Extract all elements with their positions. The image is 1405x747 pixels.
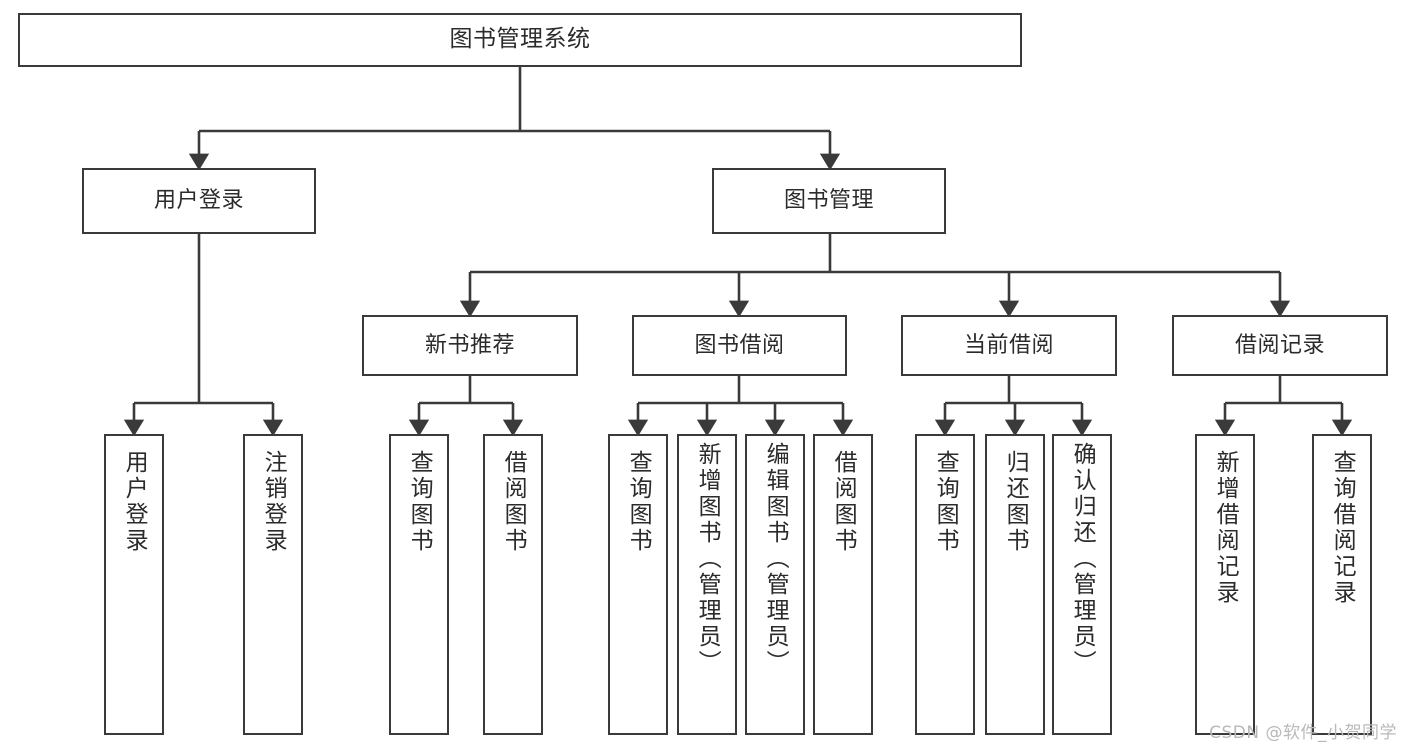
leaf-user-login-login[interactable]: 用户登录	[104, 434, 164, 735]
node-label: 新增图书（管理员）	[694, 442, 721, 676]
leaf-current-query-book[interactable]: 查询图书	[915, 434, 975, 735]
leaf-current-return-book[interactable]: 归还图书	[985, 434, 1045, 735]
leaf-borrow-add-book-admin[interactable]: 新增图书（管理员）	[677, 434, 737, 735]
node-label: 图书管理系统	[449, 26, 591, 53]
leaf-recommend-query-book[interactable]: 查询图书	[389, 434, 449, 735]
leaf-record-add-record[interactable]: 新增借阅记录	[1195, 434, 1255, 735]
node-book-borrow[interactable]: 图书借阅	[632, 315, 847, 376]
leaf-borrow-edit-book-admin[interactable]: 编辑图书（管理员）	[745, 434, 805, 735]
node-label: 图书借阅	[694, 332, 785, 358]
node-borrow-record[interactable]: 借阅记录	[1172, 315, 1388, 376]
node-label: 借阅图书	[500, 450, 527, 554]
node-label: 查询图书	[932, 450, 959, 554]
node-label: 查询图书	[406, 450, 433, 554]
node-label: 注销登录	[260, 450, 287, 554]
node-label: 确认归还（管理员）	[1069, 442, 1096, 676]
leaf-record-query-record[interactable]: 查询借阅记录	[1312, 434, 1372, 735]
node-label: 用户登录	[121, 450, 148, 554]
node-user-login[interactable]: 用户登录	[82, 168, 316, 234]
node-new-book-recommend[interactable]: 新书推荐	[362, 315, 578, 376]
node-label: 图书管理	[783, 188, 874, 214]
leaf-user-login-logout[interactable]: 注销登录	[243, 434, 303, 735]
node-label: 借阅图书	[830, 450, 857, 554]
leaf-recommend-borrow-book[interactable]: 借阅图书	[483, 434, 543, 735]
node-label: 编辑图书（管理员）	[762, 442, 789, 676]
node-label: 新增借阅记录	[1212, 450, 1239, 606]
node-label: 当前借阅	[963, 332, 1054, 358]
node-book-management[interactable]: 图书管理	[712, 168, 946, 234]
node-label: 查询图书	[625, 450, 652, 554]
node-label: 新书推荐	[424, 332, 515, 358]
leaf-borrow-borrow-book[interactable]: 借阅图书	[813, 434, 873, 735]
node-label: 借阅记录	[1234, 332, 1325, 358]
node-label: 用户登录	[153, 188, 244, 214]
watermark-text: CSDN @软件_小贺同学	[1209, 723, 1397, 743]
node-root-book-management-system[interactable]: 图书管理系统	[18, 13, 1022, 67]
leaf-current-confirm-return-admin[interactable]: 确认归还（管理员）	[1052, 434, 1112, 735]
node-label: 查询借阅记录	[1329, 450, 1356, 606]
leaf-borrow-query-book[interactable]: 查询图书	[608, 434, 668, 735]
node-current-borrow[interactable]: 当前借阅	[901, 315, 1117, 376]
node-label: 归还图书	[1002, 450, 1029, 554]
